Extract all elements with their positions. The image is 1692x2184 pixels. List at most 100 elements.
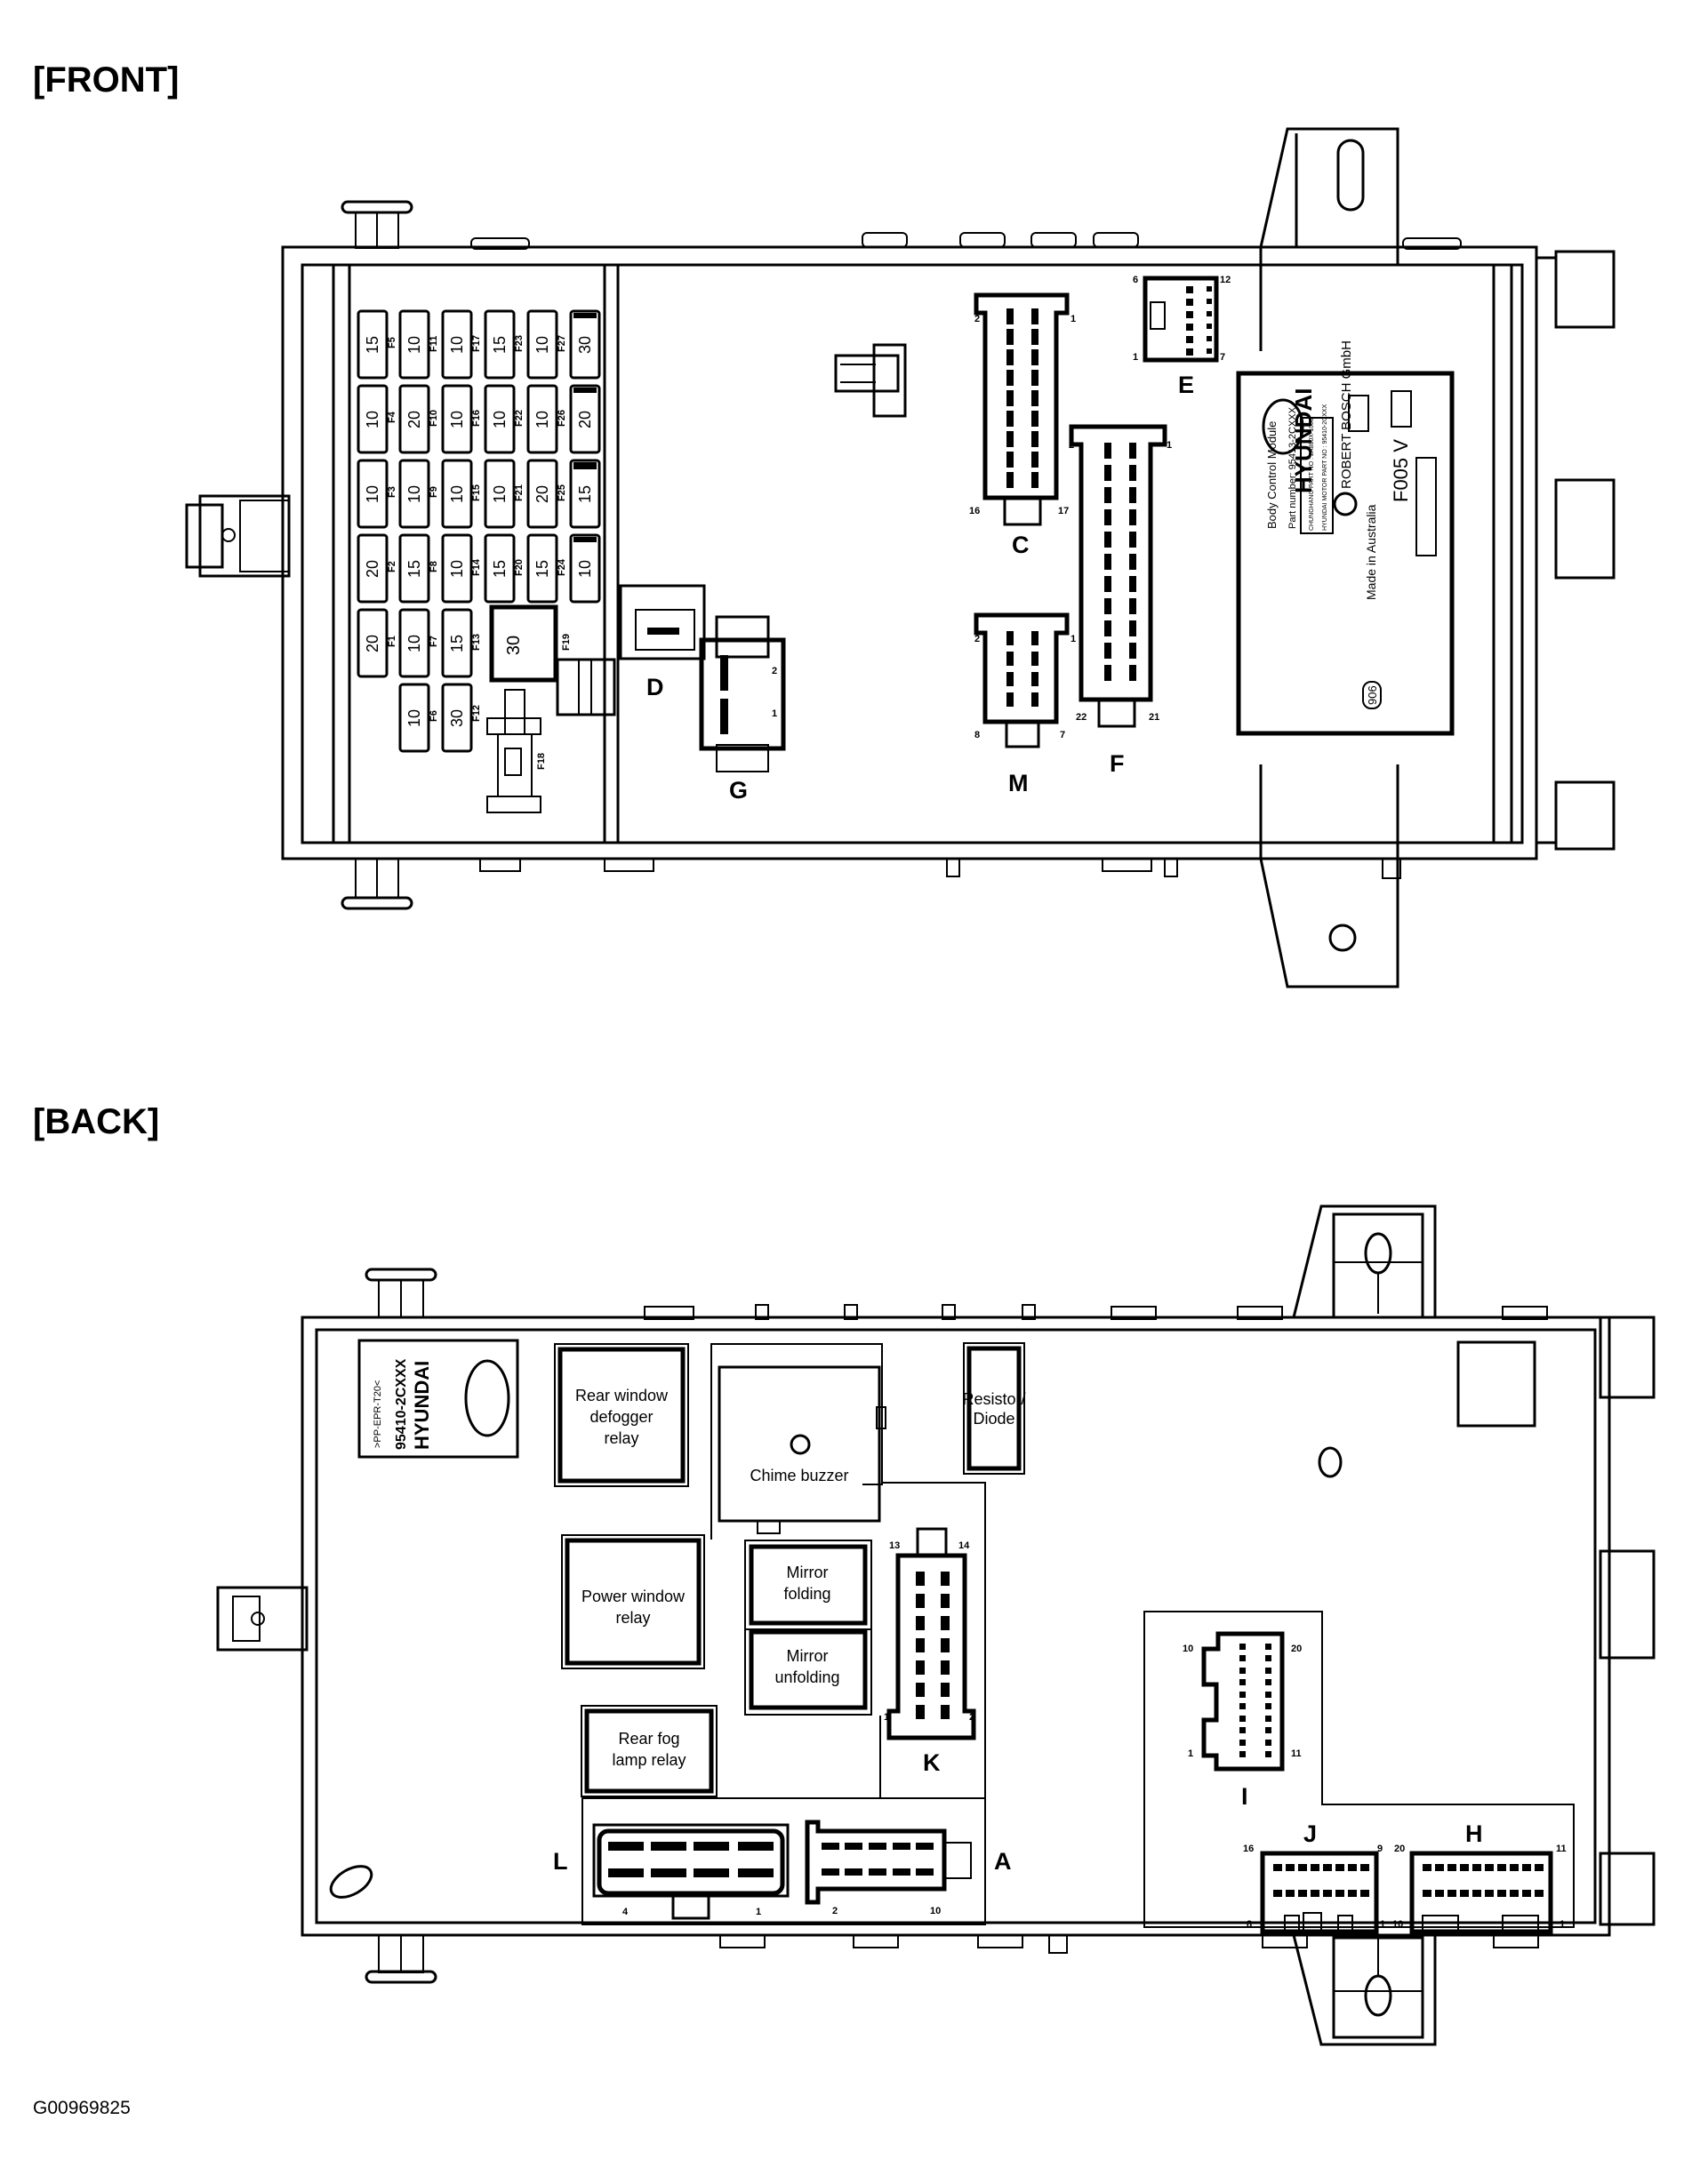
svg-text:2: 2	[1069, 440, 1074, 451]
svg-text:HYUNDAI: HYUNDAI	[1290, 388, 1317, 493]
svg-text:2: 2	[974, 314, 980, 324]
module-label: HYUNDAI Body Control Module Part number:…	[1236, 340, 1455, 736]
fuse-F19[interactable]: 30 F19	[489, 604, 572, 683]
svg-text:F6: F6	[429, 710, 439, 722]
relay-mirror-folding[interactable]: Mirror folding	[744, 1540, 872, 1630]
svg-text:A: A	[994, 1848, 1012, 1875]
svg-text:1: 1	[1560, 1919, 1565, 1930]
svg-text:F18: F18	[536, 753, 547, 770]
resistor-diode[interactable]: Resistor/ Diode	[962, 1342, 1026, 1475]
back-header: [BACK]	[33, 1102, 160, 1141]
svg-text:15: 15	[491, 560, 509, 578]
fuse-F30[interactable]: 15	[569, 459, 601, 529]
relay-rear-window-defogger[interactable]: Rear window defogger relay	[554, 1343, 689, 1487]
connector-G[interactable]: 2 1 G	[699, 615, 786, 804]
mount-bracket-back-top	[1292, 1204, 1437, 1319]
svg-text:1: 1	[756, 1907, 761, 1917]
fuse-F17[interactable]: 10 F17	[441, 309, 482, 380]
connector-F[interactable]: 2 1 22 21 F	[1069, 424, 1172, 777]
svg-text:10: 10	[405, 635, 423, 652]
svg-text:1: 1	[1167, 440, 1172, 451]
svg-text:HYUNDAI: HYUNDAI	[411, 1361, 433, 1450]
svg-text:22: 22	[1076, 712, 1087, 723]
oval-hole	[329, 1865, 373, 1899]
svg-text:Diode: Diode	[973, 1410, 1014, 1428]
svg-text:F005 V: F005 V	[1390, 439, 1412, 502]
svg-text:15: 15	[533, 560, 551, 578]
left-side-clip-back	[216, 1586, 309, 1652]
svg-text:12: 12	[1220, 275, 1231, 285]
svg-text:30: 30	[448, 709, 466, 727]
chime-buzzer[interactable]: Chime buzzer	[710, 1343, 886, 1540]
svg-text:15: 15	[576, 485, 594, 503]
connector-M[interactable]: 2 1 8 7 M	[974, 612, 1076, 796]
figure-id: G00969825	[33, 2098, 131, 2118]
svg-text:10: 10	[364, 485, 381, 503]
svg-text:F27: F27	[557, 335, 567, 352]
fuse-F29[interactable]: 20	[569, 384, 601, 454]
connector-J[interactable]: 16 9 8 1 J	[1243, 1820, 1385, 1934]
svg-text:M: M	[1008, 770, 1029, 796]
connector-H[interactable]: 20 11 10 1 H	[1392, 1820, 1567, 1934]
fuse-F28[interactable]: 30	[569, 309, 601, 380]
svg-text:30: 30	[576, 336, 594, 354]
connector-C[interactable]: 2 1 16 17 C	[969, 292, 1076, 558]
top-clip-left-back	[365, 1268, 437, 1318]
connector-L[interactable]: 4 1 L	[553, 1823, 790, 1920]
svg-text:8: 8	[974, 730, 980, 740]
connector-E[interactable]: 6 12 1 7 E	[1133, 275, 1231, 398]
front-header: [FRONT]	[33, 60, 180, 100]
svg-text:16: 16	[969, 506, 980, 516]
svg-text:11: 11	[1556, 1844, 1567, 1854]
svg-text:Body Control Module: Body Control Module	[1265, 421, 1279, 529]
svg-text:2: 2	[969, 1712, 974, 1723]
svg-text:4: 4	[622, 1907, 629, 1917]
connector-D[interactable]: D	[619, 584, 706, 700]
connector-K[interactable]: 13 14 1 2 K	[884, 1527, 976, 1776]
fuse-F18[interactable]: F18	[486, 689, 547, 813]
svg-text:unfolding: unfolding	[774, 1668, 839, 1686]
svg-text:21: 21	[1149, 712, 1159, 723]
svg-text:F8: F8	[429, 561, 439, 572]
svg-text:D: D	[646, 674, 664, 700]
svg-text:7: 7	[1220, 352, 1225, 363]
svg-text:F17: F17	[471, 335, 482, 352]
connector-I[interactable]: 10 20 1 11 I	[1183, 1631, 1302, 1810]
mount-bracket-top	[1259, 127, 1399, 351]
fuse-F31[interactable]: 10	[569, 533, 601, 604]
svg-text:1: 1	[772, 708, 777, 719]
svg-text:10: 10	[448, 336, 466, 354]
svg-text:K: K	[923, 1749, 941, 1776]
relay-mirror-unfolding[interactable]: Mirror unfolding	[744, 1628, 872, 1716]
relay-rear-fog-lamp[interactable]: Rear fog lamp relay	[581, 1705, 718, 1797]
svg-text:20: 20	[364, 635, 381, 652]
relay-power-window[interactable]: Power window relay	[561, 1534, 705, 1669]
connector-A[interactable]: 2 10 A	[805, 1820, 1012, 1916]
svg-text:10: 10	[448, 411, 466, 428]
